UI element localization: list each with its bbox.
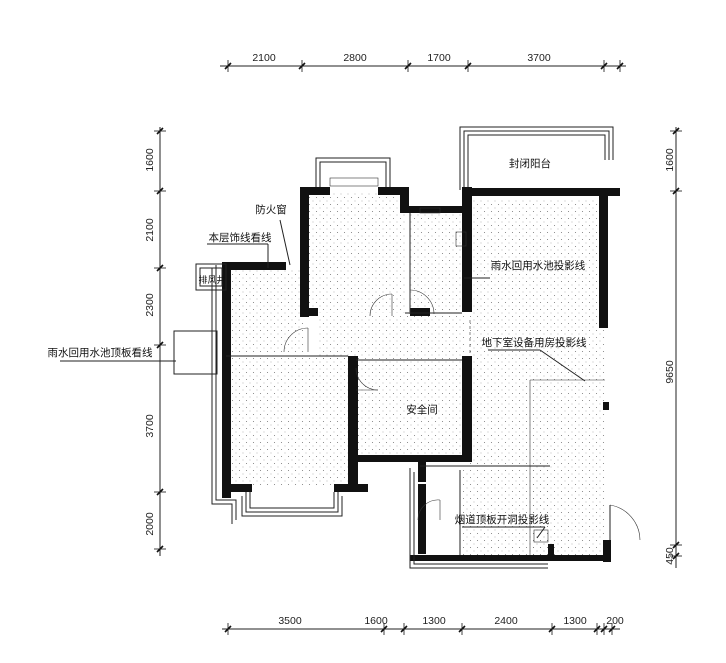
bottom-dimension-chain: 3500 1600 1300 2400 1300 200 [222, 615, 624, 630]
dimension-tick [224, 60, 232, 72]
dimension-tick [458, 623, 466, 635]
dimension-tick [616, 60, 624, 72]
dimension-tick [464, 60, 472, 72]
bottom-dim-6: 200 [606, 615, 624, 627]
left-dim-2: 2100 [144, 218, 156, 242]
dimension-tick [600, 623, 608, 635]
leader-lines [60, 219, 586, 539]
dimension-tick [298, 60, 306, 72]
dimension-tick [670, 552, 682, 560]
label-safe-room: 安全间 [406, 403, 438, 416]
walls [173, 126, 641, 569]
top-dim-1: 2100 [252, 52, 276, 64]
label-exhaust-shaft: 排风井 [198, 274, 225, 286]
bottom-dim-5: 1300 [563, 615, 587, 627]
label-rain-pool-projection: 雨水回用水池投影线 [491, 259, 586, 272]
dimension-tick [404, 60, 412, 72]
dimension-tick [154, 545, 166, 553]
label-fire-window: 防火窗 [255, 203, 287, 216]
bottom-dim-4: 2400 [494, 615, 518, 627]
dimension-tick [154, 264, 166, 272]
dimension-tick [400, 623, 408, 635]
dimension-tick [608, 623, 616, 635]
bottom-dim-2: 1600 [364, 615, 388, 627]
right-dim-2: 9650 [664, 360, 676, 384]
dimension-tick [600, 60, 608, 72]
dimension-tick [670, 127, 682, 135]
dimension-tick [593, 623, 601, 635]
left-dim-5: 2000 [144, 512, 156, 536]
label-finish-line: 本层饰线看线 [209, 231, 272, 244]
left-dim-1: 1600 [144, 148, 156, 172]
bottom-dim-1: 3500 [278, 615, 302, 627]
dimension-tick [154, 127, 166, 135]
floor-hatching [228, 193, 605, 558]
door-swings [283, 289, 441, 521]
left-dim-3: 2300 [144, 293, 156, 317]
label-enclosed-balcony: 封闭阳台 [509, 157, 551, 170]
room-labels: 封闭阳台 防火窗 本层饰线看线 排风井 雨水回用水池投影线 雨水回用水池顶板看线… [48, 157, 587, 526]
dimension-tick [154, 488, 166, 496]
left-dimension-chain: 1600 2100 2300 3700 2000 [144, 127, 161, 556]
left-dim-4: 3700 [144, 414, 156, 438]
top-dim-3: 1700 [427, 52, 451, 64]
label-rain-pool-roof: 雨水回用水池顶板看线 [48, 346, 153, 359]
right-dim-1: 1600 [664, 148, 676, 172]
top-dim-2: 2800 [343, 52, 367, 64]
dimension-tick [380, 623, 388, 635]
dimension-tick [224, 623, 232, 635]
label-basement-equipment: 地下室设备用房投影线 [482, 336, 587, 349]
dimension-tick [548, 623, 556, 635]
dimension-tick [670, 541, 682, 549]
top-dim-4: 3700 [527, 52, 551, 64]
dimension-tick [670, 187, 682, 195]
bottom-dim-3: 1300 [422, 615, 446, 627]
dimension-tick [154, 187, 166, 195]
dimension-tick [154, 341, 166, 349]
top-dimension-chain: 2100 2800 1700 3700 [220, 52, 626, 67]
label-flue-opening: 烟道顶板开洞投影线 [455, 513, 550, 526]
